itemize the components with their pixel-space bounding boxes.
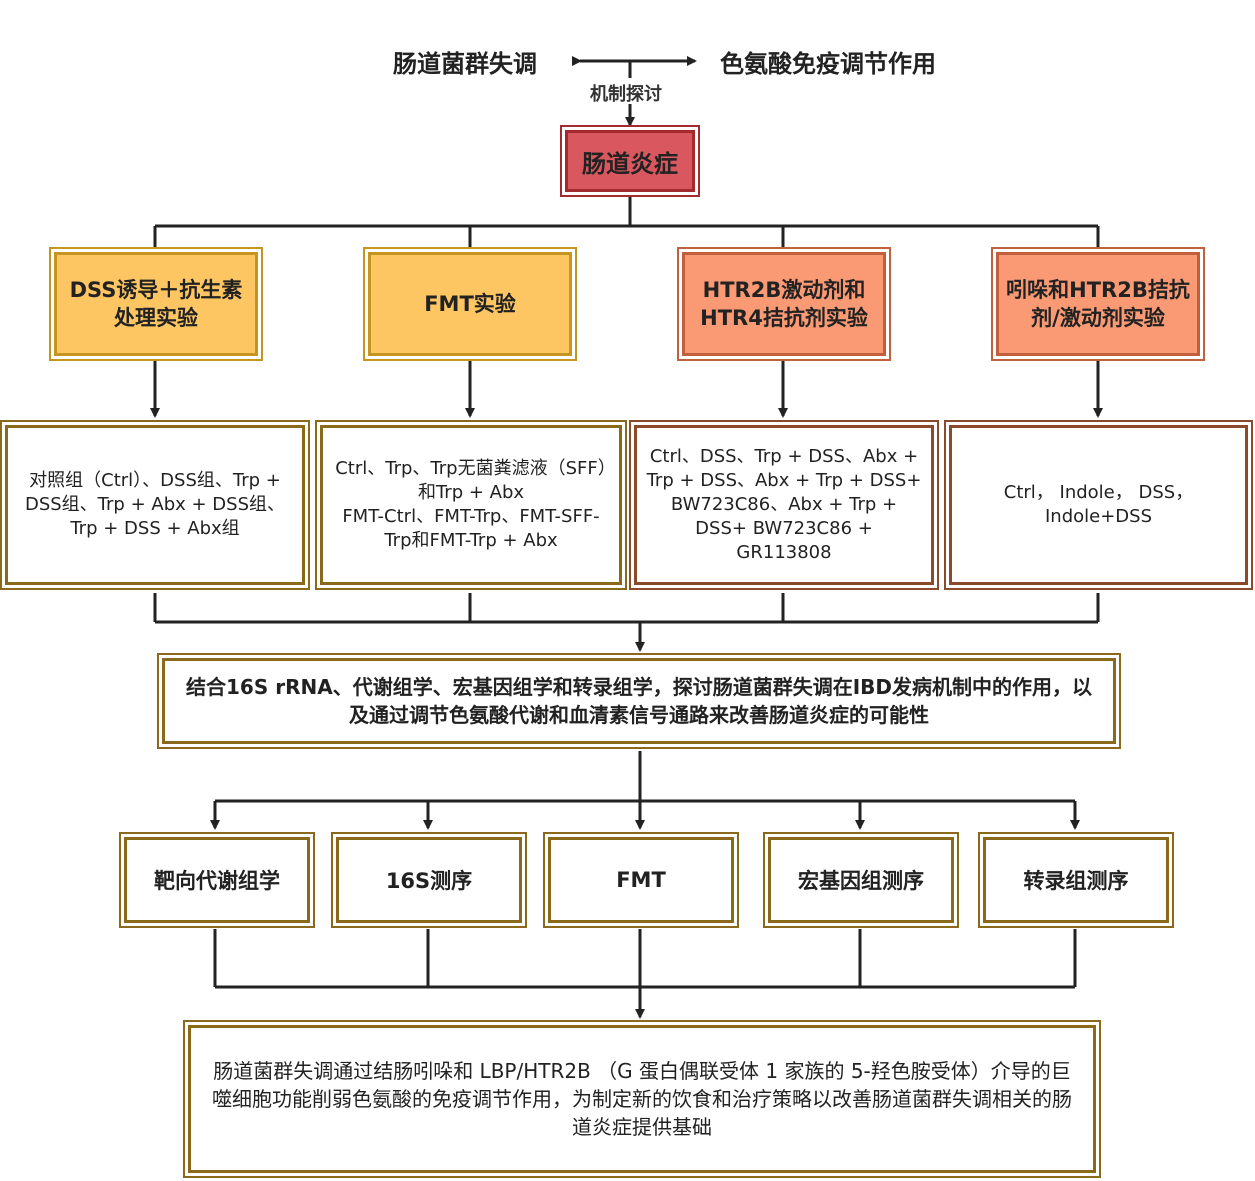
experiment-2-title: FMT实验 (424, 292, 516, 316)
summary-text: 结合16S rRNA、代谢组学、宏基因组学和转录组学，探讨肠道菌群失调在IBD发… (186, 675, 1092, 727)
method-1-label: 靶向代谢组学 (154, 869, 280, 893)
groups-2-text: Ctrl、Trp、Trp无菌粪滤液（SFF）和Trp + Abx FMT-Ctr… (335, 458, 607, 551)
experiment-4: 吲哚和HTR2B拮抗 剂/激动剂实验 (991, 247, 1205, 361)
method-3: FMT (543, 832, 739, 928)
root-label: 肠道炎症 (582, 149, 678, 178)
experiment-3: HTR2B激动剂和 HTR4拮抗剂实验 (677, 247, 891, 361)
experiment-3-title: HTR2B激动剂和 HTR4拮抗剂实验 (700, 278, 868, 330)
method-3-label: FMT (616, 868, 666, 892)
conclusion-text: 肠道菌群失调通过结肠吲哚和 LBP/HTR2B （G 蛋白偶联受体 1 家族的 … (212, 1059, 1072, 1139)
experiment-2: FMT实验 (363, 247, 577, 361)
header-left: 肠道菌群失调 (393, 50, 537, 78)
groups-2: Ctrl、Trp、Trp无菌粪滤液（SFF）和Trp + Abx FMT-Ctr… (315, 420, 627, 590)
groups-3-text: Ctrl、DSS、Trp + DSS、Abx + Trp + DSS、Abx +… (646, 446, 922, 563)
method-4-label: 宏基因组测序 (798, 869, 924, 893)
method-5: 转录组测序 (978, 832, 1174, 928)
groups-1: 对照组（Ctrl）、DSS组、Trp + DSS组、Trp + Abx + DS… (0, 420, 310, 590)
method-5-label: 转录组测序 (1023, 869, 1129, 893)
method-1: 靶向代谢组学 (119, 832, 315, 928)
experiment-4-title: 吲哚和HTR2B拮抗 剂/激动剂实验 (1006, 278, 1190, 330)
experiment-1: DSS诱导＋抗生素 处理实验 (49, 247, 263, 361)
mechanism-label: 机制探讨 (590, 84, 662, 105)
groups-3: Ctrl、DSS、Trp + DSS、Abx + Trp + DSS、Abx +… (629, 420, 939, 590)
groups-1-text: 对照组（Ctrl）、DSS组、Trp + DSS组、Trp + Abx + DS… (24, 470, 286, 539)
experiment-1-title: DSS诱导＋抗生素 处理实验 (69, 278, 243, 330)
method-2: 16S测序 (331, 832, 527, 928)
conclusion-box: 肠道菌群失调通过结肠吲哚和 LBP/HTR2B （G 蛋白偶联受体 1 家族的 … (183, 1020, 1101, 1178)
summary-box: 结合16S rRNA、代谢组学、宏基因组学和转录组学，探讨肠道菌群失调在IBD发… (157, 653, 1121, 749)
method-4: 宏基因组测序 (763, 832, 959, 928)
header-right: 色氨酸免疫调节作用 (720, 50, 936, 78)
root-node: 肠道炎症 (560, 125, 700, 197)
groups-4: Ctrl， Indole， DSS， Indole+DSS (944, 420, 1253, 590)
groups-4-text: Ctrl， Indole， DSS， Indole+DSS (1003, 482, 1194, 527)
method-2-label: 16S测序 (385, 869, 473, 893)
